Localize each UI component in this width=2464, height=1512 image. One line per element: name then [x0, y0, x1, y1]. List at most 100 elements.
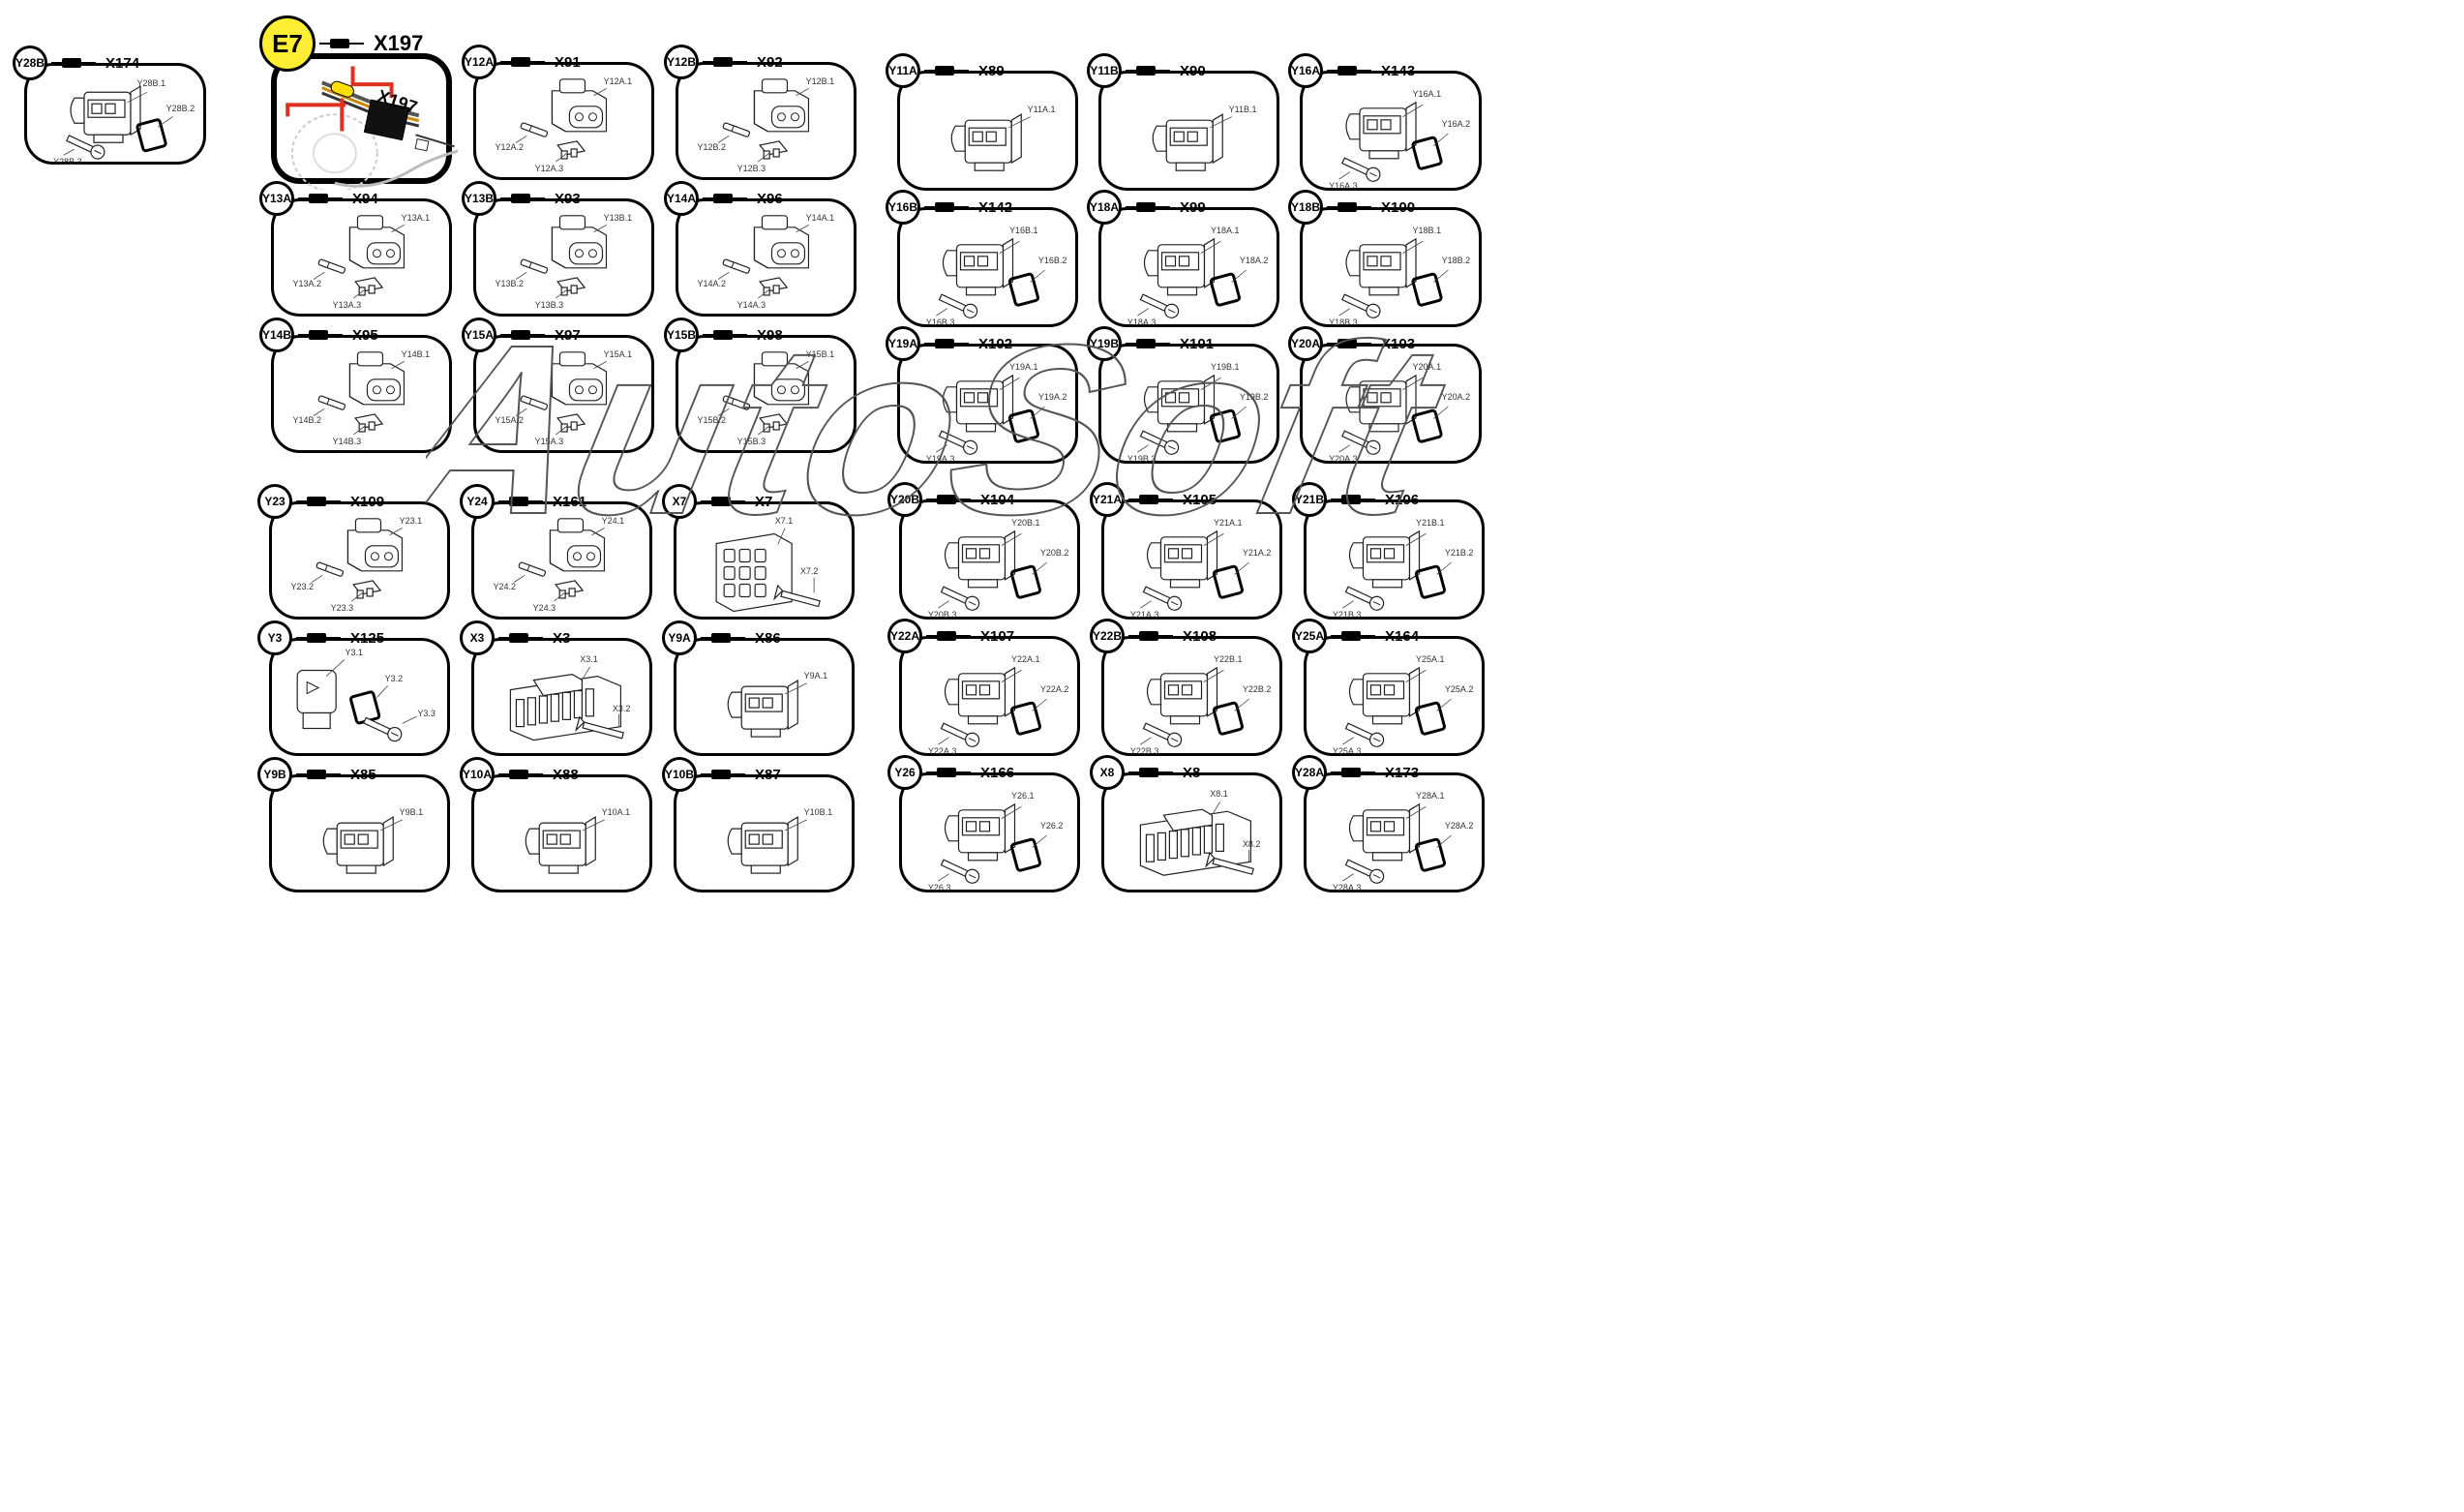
- component-badge: Y12A: [462, 45, 496, 79]
- connector-code: X100: [1381, 198, 1416, 216]
- component-badge: Y18A: [1087, 190, 1122, 225]
- part-label: Y21B.2: [1444, 547, 1474, 558]
- component-badge: Y22A: [887, 619, 922, 653]
- connector-illustration: [1137, 374, 1247, 455]
- connector-illustration: [1152, 113, 1232, 171]
- part-label: X8.1: [1210, 789, 1228, 800]
- connector-panel-x88: [471, 774, 652, 892]
- connector-code: X106: [1385, 491, 1420, 508]
- connector-illustration: [525, 816, 605, 874]
- connector-plug-icon: [296, 632, 343, 644]
- part-label: Y13B.1: [603, 212, 633, 223]
- part-label: Y18B.1: [1412, 225, 1442, 235]
- part-label: Y13B.2: [495, 278, 524, 288]
- part-label: Y11A.1: [1027, 104, 1056, 114]
- connector-panel-x197: X197: [271, 53, 458, 190]
- connector-code: X125: [350, 629, 385, 647]
- connector-illustration: [1342, 666, 1452, 747]
- connector-plug-icon: [296, 496, 343, 507]
- component-badge: Y18B: [1288, 190, 1323, 225]
- part-label: Y14A.2: [697, 278, 726, 288]
- connector-illustration: [313, 215, 406, 299]
- connector-plug-icon: [298, 329, 345, 341]
- part-label: Y22A.3: [927, 746, 957, 757]
- part-label: Y21B.1: [1415, 517, 1445, 528]
- part-label: Y12B.2: [697, 141, 726, 152]
- component-badge: Y15A: [462, 318, 496, 352]
- part-label: Y15A.1: [603, 348, 633, 359]
- connector-illustration: [938, 802, 1047, 884]
- part-label: Y18B.3: [1329, 318, 1358, 328]
- part-label: Y22B.3: [1129, 746, 1159, 757]
- connector-panel-x98: [676, 335, 856, 453]
- connector-panel-x7: [674, 501, 855, 620]
- part-label: Y26.1: [1010, 790, 1035, 801]
- connector-code: X164: [1385, 627, 1420, 645]
- connector-illustration: [717, 78, 810, 163]
- component-badge: E7: [259, 15, 316, 72]
- part-label: Y19B.2: [1239, 391, 1269, 402]
- part-label: Y22A.2: [1039, 683, 1069, 694]
- connector-illustration: [1140, 666, 1249, 747]
- component-badge: Y9A: [662, 620, 697, 655]
- part-label: Y14B.3: [332, 436, 362, 446]
- connector-code: X101: [1180, 335, 1215, 352]
- connector-plug-icon: [926, 767, 973, 778]
- connector-code: X90: [1180, 62, 1206, 79]
- connector-code: X95: [352, 326, 378, 344]
- connector-code: X93: [555, 190, 581, 207]
- part-label: Y14B.2: [292, 414, 321, 425]
- component-badge: Y10B: [662, 757, 697, 792]
- part-label: Y26.3: [927, 883, 951, 893]
- component-badge: Y9B: [257, 757, 292, 792]
- connector-illustration: [515, 215, 608, 299]
- part-label: Y25A.1: [1415, 653, 1445, 664]
- part-label: Y19A.1: [1008, 361, 1038, 372]
- connector-code: X166: [980, 764, 1015, 781]
- connector-panel-x101: [1098, 344, 1279, 464]
- connector-plug-icon: [500, 329, 547, 341]
- part-label: Y15B.3: [736, 436, 766, 446]
- part-label: X3.1: [580, 654, 598, 665]
- component-badge: Y24: [460, 484, 495, 519]
- part-label: Y19B.3: [1127, 454, 1157, 465]
- part-label: Y23.2: [290, 581, 314, 591]
- component-badge: Y19B: [1087, 326, 1122, 361]
- connector-illustration: [717, 351, 810, 436]
- connector-illustration: [311, 518, 404, 602]
- panel-header: Y11B X90: [1087, 51, 1206, 90]
- part-label: Y21B.3: [1332, 610, 1362, 620]
- connector-illustration: [1338, 237, 1449, 318]
- connector-illustration: [296, 659, 417, 742]
- connector-code: X142: [978, 198, 1013, 216]
- connector-plug-icon: [1128, 767, 1175, 778]
- panel-header: Y19B X101: [1087, 324, 1214, 363]
- connector-plug-icon: [498, 632, 545, 644]
- connector-illustration: X197: [285, 66, 458, 190]
- component-badge: Y10A: [460, 757, 495, 792]
- connector-panel-x105: [1101, 499, 1282, 620]
- part-label: Y23.3: [330, 602, 354, 613]
- part-label: Y19A.2: [1037, 391, 1067, 402]
- component-badge: Y11B: [1087, 53, 1122, 88]
- part-label: Y9B.1: [399, 807, 424, 818]
- component-badge: Y14A: [664, 181, 699, 216]
- connector-panel-x86: [674, 638, 855, 756]
- part-label: Y28B.1: [136, 77, 166, 88]
- connector-illustration: [936, 374, 1045, 455]
- component-badge: Y23: [257, 484, 292, 519]
